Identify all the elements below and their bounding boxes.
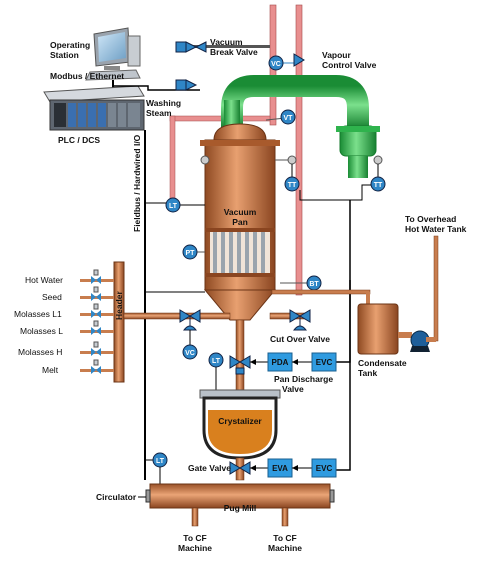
- vapour-line: [221, 75, 369, 128]
- vt-instrument[interactable]: [280, 109, 296, 125]
- tt1-instrument[interactable]: [284, 176, 300, 192]
- pt-text: PT: [186, 250, 196, 257]
- feed-melt-label: Melt: [42, 365, 59, 375]
- vacuum-pan: [200, 123, 280, 321]
- tt2-text: TT: [374, 182, 383, 189]
- control-wire-right: [336, 200, 351, 363]
- lt-valve-text: LT: [212, 358, 221, 365]
- fieldbus-label: Fieldbus / Hardwired I/O: [132, 134, 142, 232]
- vc-vapour-instrument[interactable]: [268, 55, 284, 71]
- tt1-text: TT: [288, 182, 297, 189]
- condensate-tank: [357, 303, 399, 355]
- eva-text: EVA: [272, 464, 288, 473]
- operating-station: [85, 27, 141, 81]
- feed-molasses-h-label: Molasses H: [18, 347, 62, 357]
- control-wire-right-2: [336, 280, 351, 471]
- condenser-tail: [348, 156, 368, 178]
- evc1-text: EVC: [316, 358, 333, 367]
- vc-cut-instrument[interactable]: [182, 344, 198, 360]
- crystalizer-label: Crystalizer: [218, 416, 262, 426]
- operating-station-label-2: Station: [50, 50, 79, 60]
- feed-molasses-l1-label: Molasses L1: [14, 309, 62, 319]
- tt-wire: [299, 184, 371, 201]
- plc-label: PLC / DCS: [58, 135, 100, 145]
- cf-outlet-2: [281, 507, 289, 527]
- pug-mill: [149, 483, 331, 509]
- cf2-label-1: To CF: [273, 533, 296, 543]
- feed-valves[interactable]: [91, 269, 101, 374]
- vacuum-break-label-1: Vacuum: [210, 37, 243, 47]
- circulator-label: Circulator: [96, 492, 137, 502]
- discharge-pipe: [235, 319, 245, 391]
- cf1-label-1: To CF: [183, 533, 206, 543]
- feed-header: [113, 261, 125, 383]
- gate-valve[interactable]: [229, 461, 251, 475]
- tt2-instrument[interactable]: [370, 176, 386, 192]
- overhead-tank-label-2: Hot Water Tank: [405, 224, 467, 234]
- evc1-box[interactable]: [311, 352, 337, 372]
- bt-text: BT: [309, 281, 319, 288]
- vapour-control-label-1: Vapour: [322, 50, 352, 60]
- plc-rack: [43, 85, 145, 131]
- condensate-label-2: Tank: [358, 368, 377, 378]
- pan-discharge-valve[interactable]: [229, 355, 251, 375]
- pan-discharge-label-2: Valve: [282, 384, 304, 394]
- modbus-label: Modbus / Ethernet: [50, 71, 124, 81]
- washing-steam-label-1: Washing: [146, 98, 181, 108]
- washing-steam-label-2: Steam: [146, 108, 172, 118]
- header-label: Header: [114, 290, 124, 320]
- feed-to-pan: [123, 312, 231, 320]
- lt-pan-text: LT: [169, 203, 178, 210]
- overhead-tank-label-1: To Overhead: [405, 214, 456, 224]
- network-bus: [113, 85, 200, 91]
- cut-over-label: Cut Over Valve: [270, 334, 330, 344]
- vacuum-break-label-2: Break Valve: [210, 47, 258, 57]
- feed-molasses-l-label: Molasses L: [20, 326, 63, 336]
- pda-text: PDA: [272, 358, 289, 367]
- overhead-pipe: [433, 235, 439, 342]
- vacuum-pan-label-1: Vacuum: [224, 207, 257, 217]
- cut-over-valve[interactable]: [289, 309, 311, 331]
- vacuum-break-actuator[interactable]: [175, 41, 187, 53]
- condensate-line: [271, 289, 371, 295]
- evc2-text: EVC: [316, 464, 333, 473]
- cf-outlet-1: [191, 507, 199, 527]
- washing-steam-actuator[interactable]: [175, 79, 187, 91]
- pan-discharge-label-1: Pan Discharge: [274, 374, 333, 384]
- gate-valve-label: Gate Valve: [188, 463, 231, 473]
- vc-vapour-text: VC: [271, 61, 281, 68]
- vacuum-break-valve[interactable]: [185, 41, 198, 53]
- steam-down-pipe: [169, 115, 176, 207]
- pug-mill-label: Pug Mill: [224, 503, 257, 513]
- condenser-flange: [336, 126, 380, 132]
- vc-cut-text: VC: [185, 350, 195, 357]
- condensate-label-1: Condensate: [358, 358, 407, 368]
- vacuum-break-pipe: [190, 45, 270, 48]
- feed-hot-water-label: Hot Water: [25, 275, 63, 285]
- pt-instrument[interactable]: [182, 244, 198, 260]
- lt-gate-text: LT: [156, 458, 165, 465]
- steam-pipe-2: [295, 4, 303, 296]
- washing-steam-valve[interactable]: [185, 79, 198, 91]
- vt-text: VT: [284, 115, 294, 122]
- operating-station-label-1: Operating: [50, 40, 90, 50]
- vacuum-pan-label-2: Pan: [232, 217, 248, 227]
- vapour-control-label-2: Control Valve: [322, 60, 377, 70]
- feed-control-valve[interactable]: [179, 309, 201, 331]
- washing-steam-pipe: [169, 115, 271, 122]
- lt-pan-instrument[interactable]: [165, 197, 181, 213]
- feed-seed-label: Seed: [42, 292, 62, 302]
- evc2-box[interactable]: [311, 458, 337, 478]
- vapour-control-valve[interactable]: [293, 53, 305, 67]
- vapour-riser: [224, 100, 240, 130]
- cf1-label-2: Machine: [178, 543, 212, 553]
- cf2-label-2: Machine: [268, 543, 302, 553]
